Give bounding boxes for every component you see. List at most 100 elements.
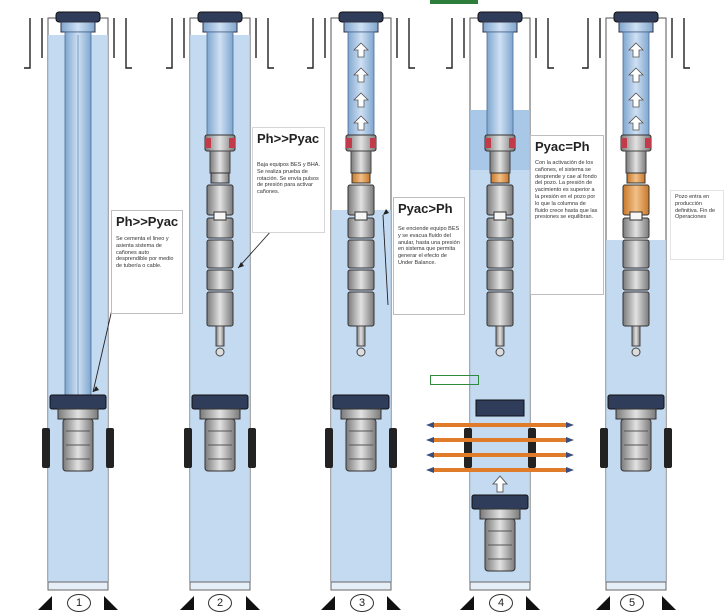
casing-shoe <box>596 596 676 610</box>
wellhead-cap <box>613 11 659 23</box>
packer-seal <box>485 138 491 148</box>
motor-tail <box>215 325 225 347</box>
gun-hanger <box>332 394 390 410</box>
flow-up-arrow-icon <box>628 42 644 58</box>
clamp-right <box>106 428 114 468</box>
callout-well-2: Ph>>Pyac Baja equipos BES y BHA. Se real… <box>252 127 325 233</box>
flow-up-arrow-icon <box>353 92 369 108</box>
well-number-5: 5 <box>620 594 644 612</box>
callout-well-1: Ph>>Pyac Se cementa el lineo y asienta s… <box>111 210 183 314</box>
pump-stage <box>486 184 514 216</box>
surface-rail <box>582 18 690 69</box>
well-bottom <box>469 581 531 591</box>
gun-hanger <box>49 394 107 410</box>
tubing <box>206 31 234 136</box>
wellhead-body <box>202 21 238 33</box>
wellhead-cap <box>55 11 101 23</box>
tail-plug <box>215 347 225 357</box>
pump-stage <box>486 239 514 269</box>
pump-intake <box>489 150 511 174</box>
top-bar-marker <box>430 0 478 4</box>
surface-rail <box>24 18 132 69</box>
casing-shoe <box>321 596 401 610</box>
well-bottom <box>189 581 251 591</box>
clamp-right <box>248 428 256 468</box>
pump-stage <box>347 239 375 269</box>
well-number-3: 3 <box>350 594 374 612</box>
well-bottom <box>330 581 392 591</box>
surface-rail <box>307 18 415 69</box>
pump-stage <box>347 184 375 216</box>
well-number-4: 4 <box>489 594 513 612</box>
gauge-label <box>493 211 507 221</box>
pump-intake <box>625 150 647 174</box>
flow-up-arrow-icon <box>628 92 644 108</box>
motor-tail <box>356 325 366 347</box>
leader-line <box>92 304 114 393</box>
motor-tail <box>631 325 641 347</box>
wellhead-body <box>618 21 654 33</box>
packer-seal <box>370 138 376 148</box>
pump-stage <box>622 217 650 239</box>
pump-intake <box>350 150 372 174</box>
pump-stage <box>206 184 234 216</box>
callout-text: Baja equipos BES y BHA. Se realiza prueb… <box>257 162 320 196</box>
wellhead-body <box>482 21 518 33</box>
wellhead-cap <box>338 11 384 23</box>
pump-intake <box>209 150 231 174</box>
leader-arrowhead-icon <box>238 262 244 268</box>
wellhead-cap <box>197 11 243 23</box>
gun-top <box>479 508 521 520</box>
packer-seal <box>205 138 211 148</box>
well-bottom <box>47 581 109 591</box>
pump-stage <box>486 269 514 291</box>
pump-stage <box>486 217 514 239</box>
tubing <box>486 31 514 136</box>
seal-section <box>210 172 230 184</box>
callout-title: Ph>>Pyac <box>116 214 179 229</box>
clamp-left <box>464 428 472 468</box>
fall-direction-icon <box>491 475 509 493</box>
callout-text: Con la activación de los cañones, el sis… <box>535 160 598 221</box>
leader-line <box>382 214 389 306</box>
well-5 <box>582 11 690 610</box>
gun-hanger <box>471 494 529 510</box>
casing-shoe <box>460 596 540 610</box>
callout-title: Pyac=Ph <box>535 139 590 154</box>
released-gun-top <box>475 399 525 417</box>
clamp-left <box>325 428 333 468</box>
wellhead-cap <box>477 11 523 23</box>
pump-stage <box>347 217 375 239</box>
pump-stage <box>347 269 375 291</box>
callout-text: Se cementa el lineo y asienta sistema de… <box>116 236 174 270</box>
flow-up-arrow-icon <box>353 115 369 131</box>
flow-up-arrow-icon <box>628 115 644 131</box>
well-number-1: 1 <box>67 594 91 612</box>
pump-stage <box>206 217 234 239</box>
seal-section <box>490 172 510 184</box>
pump-stage <box>486 291 514 327</box>
callout-well-3: Pyac>Ph Se enciende equipo BES y se evac… <box>393 197 465 315</box>
gun-hanger <box>191 394 249 410</box>
gun-top <box>615 408 657 420</box>
gun-hanger <box>607 394 665 410</box>
well-3 <box>307 11 415 610</box>
surface-rail <box>446 18 554 69</box>
callout-text: Pozo entra en producción definitiva. Fin… <box>675 194 716 221</box>
packer-seal <box>645 138 651 148</box>
tail-plug <box>495 347 505 357</box>
tail-plug <box>356 347 366 357</box>
leader-arrowhead-icon <box>383 209 389 215</box>
clamp-right <box>528 428 536 468</box>
flow-up-arrow-icon <box>353 67 369 83</box>
pump-stage <box>622 184 650 216</box>
well-bottom <box>605 581 667 591</box>
packer-seal <box>509 138 515 148</box>
clamp-right <box>389 428 397 468</box>
wellhead-body <box>60 21 96 33</box>
packer-seal <box>229 138 235 148</box>
pump-stage <box>206 269 234 291</box>
well-2 <box>166 11 274 610</box>
